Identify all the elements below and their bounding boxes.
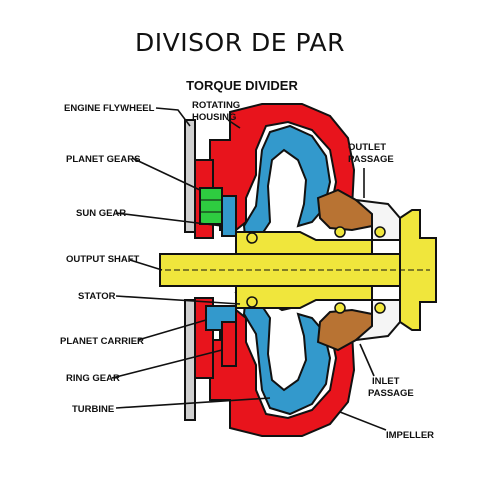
label-inlet-passage-2: PASSAGE bbox=[368, 388, 414, 399]
label-engine-flywheel: ENGINE FLYWHEEL bbox=[64, 103, 155, 114]
leader-stator bbox=[115, 295, 241, 305]
stator-lower bbox=[316, 308, 373, 352]
label-rotating-housing-2: HOUSING bbox=[192, 112, 236, 123]
diagram-subtitle: TORQUE DIVIDER bbox=[186, 78, 298, 93]
label-inlet-passage-1: INLET bbox=[372, 376, 400, 387]
ring-gear bbox=[221, 321, 237, 367]
label-planet-gears: PLANET GEARS bbox=[66, 154, 140, 165]
leader-lines bbox=[111, 107, 387, 431]
label-turbine: TURBINE bbox=[72, 404, 114, 415]
label-ring-gear: RING GEAR bbox=[66, 373, 120, 384]
label-stator: STATOR bbox=[78, 291, 116, 302]
engine-flywheel bbox=[184, 119, 196, 421]
bearing bbox=[374, 226, 386, 238]
slide-title: DIVISOR DE PAR bbox=[135, 28, 345, 57]
label-sun-gear: SUN GEAR bbox=[76, 208, 126, 219]
label-output-shaft: OUTPUT SHAFT bbox=[66, 254, 140, 265]
bearing bbox=[246, 296, 258, 308]
rotating-housing-lower bbox=[209, 309, 356, 437]
label-planet-carrier: PLANET CARRIER bbox=[60, 336, 144, 347]
leader-engine-flywheel bbox=[155, 107, 191, 127]
shaft-hub bbox=[235, 231, 373, 309]
label-rotating-housing-1: ROTATING bbox=[192, 100, 240, 111]
mechanism bbox=[159, 103, 437, 437]
leader-sun-gear bbox=[115, 212, 223, 227]
bearing bbox=[374, 302, 386, 314]
leader-ring-gear bbox=[111, 349, 223, 379]
leader-planet-gears bbox=[131, 157, 201, 191]
leader-output-shaft bbox=[129, 259, 163, 271]
label-impeller: IMPELLER bbox=[386, 430, 434, 441]
leader-inlet-passage bbox=[359, 343, 375, 377]
leader-planet-carrier bbox=[137, 319, 207, 341]
label-outlet-passage-2: PASSAGE bbox=[348, 154, 394, 165]
leader-turbine bbox=[115, 397, 271, 409]
bearing bbox=[246, 232, 258, 244]
leader-rotating-housing bbox=[227, 119, 241, 129]
bearing bbox=[334, 302, 346, 314]
sun-gear bbox=[221, 195, 237, 237]
leader-impeller bbox=[339, 411, 387, 431]
bearing bbox=[334, 226, 346, 238]
planet-gears bbox=[199, 187, 223, 225]
label-outlet-passage-1: OUTLET bbox=[348, 142, 386, 153]
